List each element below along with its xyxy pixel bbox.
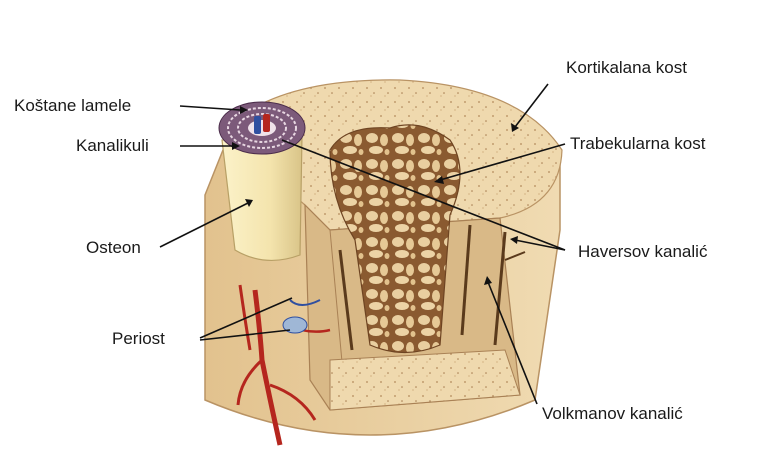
label-volkmanov-kanalic: Volkmanov kanalić xyxy=(542,404,683,424)
label-osteon: Osteon xyxy=(86,238,141,258)
label-kortikalana-kost: Kortikalana kost xyxy=(566,58,687,78)
label-haversov-kanalic: Haversov kanalić xyxy=(578,242,707,262)
label-kostane-lamele: Koštane lamele xyxy=(14,96,131,116)
leader-kostane-lamele xyxy=(180,106,240,110)
label-periost: Periost xyxy=(112,329,165,349)
label-trabekularna-kost: Trabekularna kost xyxy=(570,134,705,154)
label-kanalikuli: Kanalikuli xyxy=(76,136,149,156)
